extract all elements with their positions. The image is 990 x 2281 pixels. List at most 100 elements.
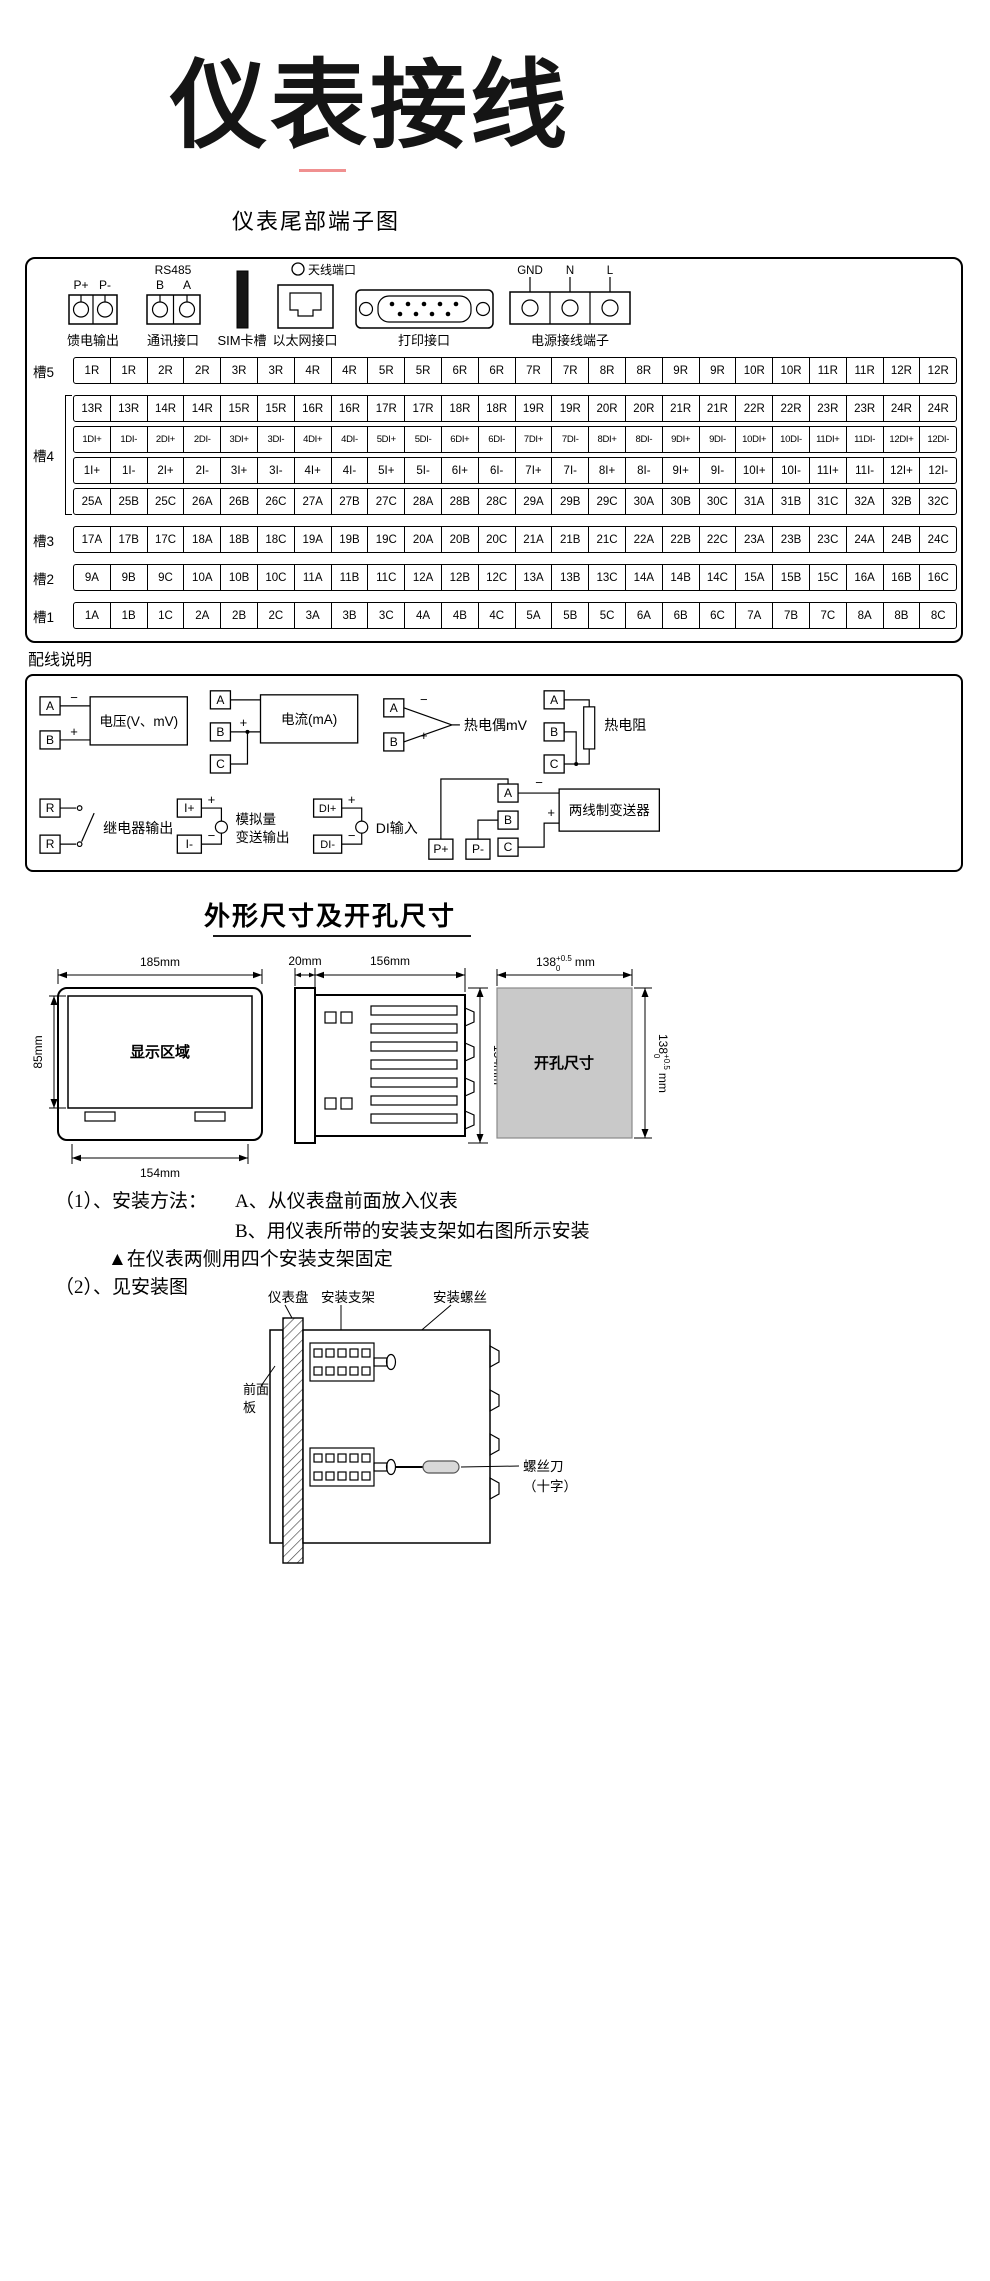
- terminal-cell: 3R: [258, 358, 295, 383]
- terminal-c: C: [216, 757, 225, 771]
- terminal-cell: 10DI-: [773, 427, 810, 452]
- terminal-p-minus: P-: [472, 842, 484, 856]
- terminal-cell: 16B: [884, 565, 921, 590]
- terminal-cell: 21R: [700, 396, 737, 421]
- display-area-label: 显示区域: [130, 1043, 190, 1061]
- terminal-cell: 32A: [847, 489, 884, 514]
- terminal-cell: 5B: [552, 603, 590, 628]
- terminal-cell: 8I-: [626, 458, 663, 483]
- terminal-section-title: 仪表尾部端子图: [231, 209, 400, 234]
- terminal-cell: 11I+: [810, 458, 847, 483]
- terminal-cell: 23B: [773, 527, 810, 552]
- terminal-cell: 23C: [810, 527, 847, 552]
- terminal-cell: 17C: [148, 527, 185, 552]
- terminal-cell: 5I+: [368, 458, 406, 483]
- terminal-cell: 22B: [663, 527, 700, 552]
- terminal-cell: 30B: [663, 489, 700, 514]
- slot-labelzone: 槽3: [33, 526, 73, 553]
- terminal-cell: 14A: [626, 565, 663, 590]
- slot-label: 槽3: [33, 533, 55, 549]
- terminal-cell: 5R: [405, 358, 442, 383]
- terminal-cell: 28A: [405, 489, 442, 514]
- terminal-cell: 2DI-: [184, 427, 222, 452]
- terminal-cell: 3R: [221, 358, 258, 383]
- di-input-circuit: DI+ DI- + − DI输入: [312, 792, 418, 854]
- terminal-cell: 21A: [516, 527, 553, 552]
- polarity-sign: +: [240, 715, 248, 730]
- terminal-cell: 8A: [847, 603, 884, 628]
- terminal-cell: 3B: [332, 603, 369, 628]
- slot-label: 槽5: [33, 364, 55, 380]
- terminal-cell: 5I-: [405, 458, 442, 483]
- terminal-cell: 9A: [74, 565, 111, 590]
- terminal-cell: 12A: [405, 565, 442, 590]
- terminal-cell: 31C: [810, 489, 847, 514]
- two-wire-transmitter-circuit: P+ P- A B C − + 两线制变送器: [428, 775, 661, 860]
- mounting-clip: [489, 1388, 500, 1413]
- terminal-cell: 31B: [773, 489, 810, 514]
- power-connector: GND N L 电源接线端子: [509, 265, 631, 348]
- terminal-cell: 27C: [368, 489, 406, 514]
- terminal-cell: 19B: [332, 527, 369, 552]
- front-panel-callout-label-2: 板: [243, 1400, 256, 1415]
- terminal-cell: 6R: [442, 358, 479, 383]
- terminal-cell: 25A: [74, 489, 111, 514]
- terminal-cell: 12I+: [884, 458, 921, 483]
- terminal-cell: 9B: [111, 565, 148, 590]
- terminal-cell: 11DI+: [810, 427, 847, 452]
- terminal-cell: 11C: [368, 565, 406, 590]
- slot-group-bracket: [65, 395, 72, 515]
- terminal-b: B: [216, 725, 224, 739]
- feed-output-connector: P+ P- 馈电输出: [67, 278, 119, 348]
- screwdriver-callout-label-2: （十字）: [523, 1479, 577, 1494]
- terminal-cell: 4I-: [332, 458, 369, 483]
- terminal-cell: 19C: [368, 527, 406, 552]
- terminal-a: A: [504, 786, 512, 800]
- terminal-r: R: [46, 801, 55, 815]
- current-box-label: 电流(mA): [281, 712, 337, 727]
- terminal-cell: 21B: [552, 527, 590, 552]
- screw-callout-label: 安装螺丝: [433, 1290, 487, 1305]
- polarity-sign: −: [70, 690, 78, 705]
- terminal-cell: 10I-: [773, 458, 810, 483]
- terminal-cell: 6DI+: [442, 427, 479, 452]
- sim-slot-shape: [236, 270, 249, 329]
- terminal-cell: 1A: [74, 603, 111, 628]
- terminal-a: A: [390, 701, 398, 715]
- terminal-cell: 15A: [736, 565, 774, 590]
- ethernet-connector: 以太网接口: [272, 284, 338, 348]
- terminal-b: B: [504, 813, 512, 827]
- power-pin-l: L: [607, 265, 614, 277]
- wiring-diagram-box: A B − + 电压(V、mV) A B C + 电流(mA): [25, 674, 963, 872]
- terminal-cell: 7DI-: [552, 427, 590, 452]
- terminal-c: C: [504, 840, 513, 854]
- terminal-row: 1DI+1DI-2DI+2DI-3DI+3DI-4DI+4DI-5DI+5DI-…: [73, 426, 957, 453]
- polarity-sign: +: [208, 792, 216, 807]
- terminal-cell: 19R: [552, 396, 590, 421]
- di-label: DI输入: [376, 820, 418, 836]
- cutout-square: [496, 987, 633, 1139]
- terminal-cell: 12DI-: [927, 434, 950, 445]
- terminal-p-plus: P+: [433, 842, 448, 856]
- terminal-cell: 14B: [663, 565, 700, 590]
- terminal-cell: 11R: [847, 358, 884, 383]
- polarity-sign: −: [208, 828, 216, 843]
- terminal-cell: 24R: [927, 402, 949, 415]
- terminal-cell: 1I-: [111, 458, 148, 483]
- terminal-cell: 3I+: [221, 458, 258, 483]
- terminal-cell: 9DI-: [700, 427, 737, 452]
- dimensions-section-title: 外形尺寸及开孔尺寸: [203, 901, 456, 931]
- terminal-cell: 26A: [184, 489, 222, 514]
- terminal-cell: 1C: [148, 603, 185, 628]
- cutout-height-dim: 138+0.5mm0: [652, 1034, 671, 1093]
- front-bezel: [269, 1329, 284, 1544]
- slot-labelzone: 槽5: [33, 357, 73, 384]
- terminal-cell: 18C: [258, 527, 295, 552]
- screwdriver-callout-label-1: 螺丝刀: [523, 1459, 564, 1474]
- terminal-cell: 13B: [552, 565, 590, 590]
- terminal-cell: 14R: [148, 396, 185, 421]
